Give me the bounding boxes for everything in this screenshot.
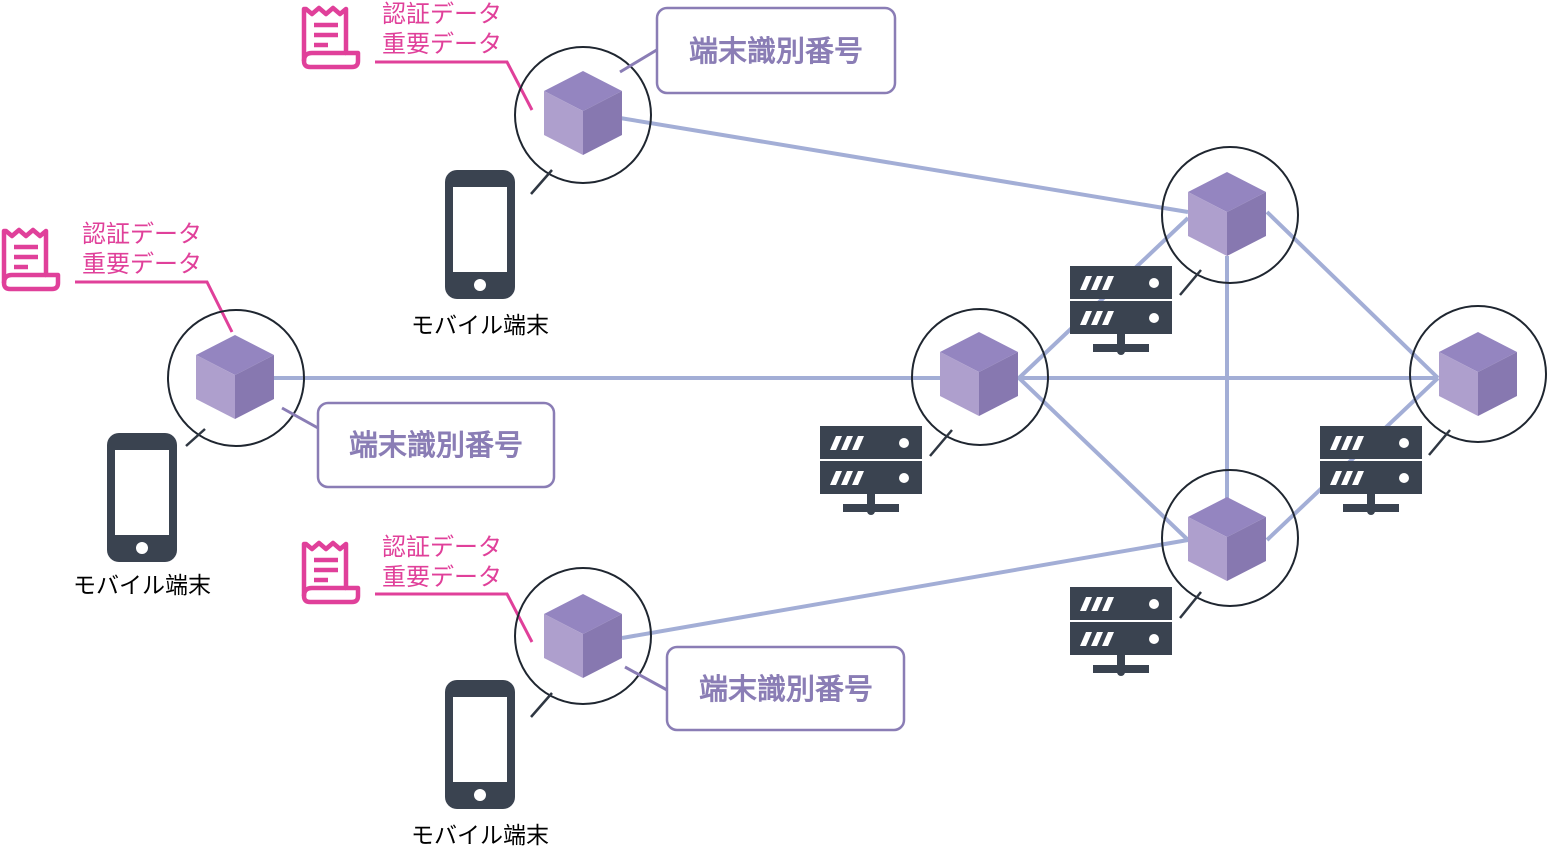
server-icon[interactable] <box>1070 587 1172 676</box>
important-data-label: 重要データ <box>382 563 502 591</box>
id-leader-line <box>619 46 661 74</box>
node-right <box>1320 305 1547 515</box>
important-data-label: 重要データ <box>382 30 502 58</box>
node-ring <box>1161 146 1299 284</box>
server-icon[interactable] <box>1320 426 1422 515</box>
block-cube-icon[interactable] <box>544 594 622 678</box>
ring-pointer <box>185 428 206 447</box>
smartphone-icon[interactable] <box>107 433 177 562</box>
ring-pointer <box>1428 429 1451 456</box>
node-ring <box>1161 469 1299 607</box>
auth-data-label: 認証データ <box>382 533 502 561</box>
node-ring <box>514 46 652 184</box>
server-icon[interactable] <box>820 426 922 515</box>
id-leader-line <box>281 406 319 430</box>
block-cube-icon[interactable] <box>1188 172 1266 256</box>
node-bottom <box>1070 469 1299 676</box>
edge-client-bottom-to-node-bottom <box>621 538 1189 640</box>
node-ring <box>1409 305 1547 443</box>
receipt-icon <box>304 8 358 67</box>
block-cube-icon[interactable] <box>196 335 274 419</box>
terminal-id-label: 端末識別番号 <box>349 428 523 462</box>
ring-pointer <box>530 169 553 195</box>
block-cube-icon[interactable] <box>1439 332 1517 416</box>
ring-pointer <box>1179 269 1202 296</box>
mobile-device-label: モバイル端末 <box>411 823 549 847</box>
terminal-id-label: 端末識別番号 <box>699 672 873 706</box>
edge-node-top-to-node-right <box>1265 210 1440 380</box>
block-cube-icon[interactable] <box>1188 497 1266 581</box>
data-leader-line <box>375 60 534 111</box>
id-leader-line <box>624 665 668 692</box>
terminal-id-box <box>665 645 906 732</box>
edge-node-center-to-node-bottom <box>1017 376 1190 542</box>
mobile-device-label: モバイル端末 <box>73 573 211 599</box>
terminal-id-box <box>316 401 556 489</box>
receipt-icon <box>304 543 358 602</box>
node-center <box>820 308 1049 515</box>
auth-data-label: 認証データ <box>82 220 202 248</box>
edge-client-top-to-node-top <box>619 116 1189 214</box>
node-ring <box>167 309 305 447</box>
client-left: 認証データ 重要データ 端末識別番号 モバイル端末 <box>4 220 556 599</box>
data-leader-line <box>375 592 534 643</box>
ring-pointer <box>530 692 553 718</box>
client-bottom: 認証データ 重要データ 端末識別番号 モバイル端末 <box>304 533 906 847</box>
smartphone-icon[interactable] <box>445 170 515 299</box>
important-data-label: 重要データ <box>82 250 202 278</box>
node-ring <box>911 308 1049 446</box>
auth-data-label: 認証データ <box>382 0 502 28</box>
ring-pointer <box>1179 591 1202 619</box>
server-icon[interactable] <box>1070 266 1172 355</box>
ring-pointer <box>929 429 953 457</box>
node-ring <box>514 567 652 705</box>
client-top: 認証データ 重要データ 端末識別番号 モバイル端末 <box>304 0 897 339</box>
block-cube-icon[interactable] <box>940 332 1018 416</box>
block-cube-icon[interactable] <box>544 71 622 155</box>
terminal-id-label: 端末識別番号 <box>689 34 863 68</box>
node-top <box>1070 146 1299 355</box>
terminal-id-box <box>655 6 897 95</box>
data-leader-line <box>75 280 234 333</box>
receipt-icon <box>4 230 58 289</box>
smartphone-icon[interactable] <box>445 680 515 809</box>
mobile-device-label: モバイル端末 <box>411 313 549 339</box>
